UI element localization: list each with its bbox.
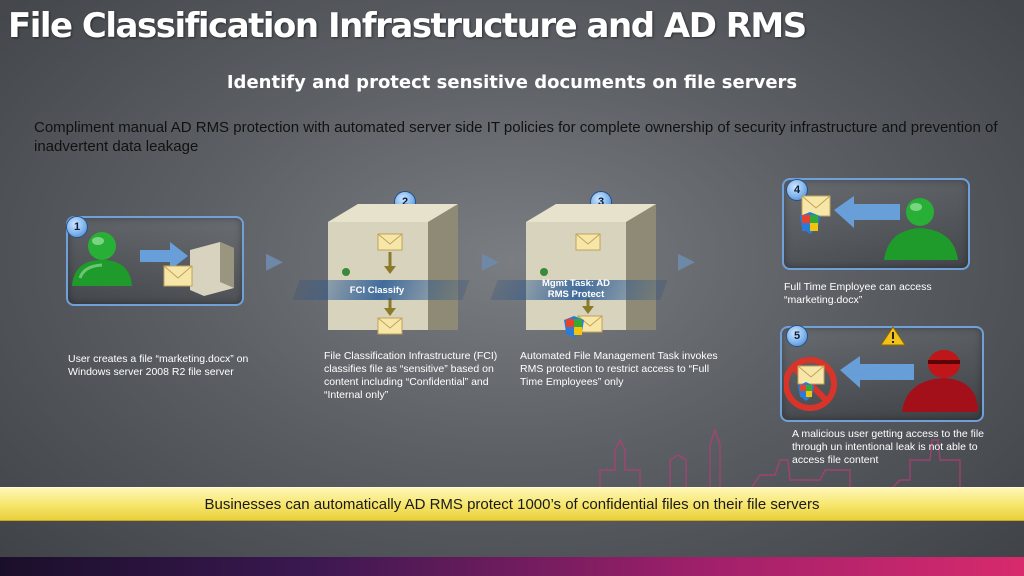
- step-1-caption: User creates a file “marketing.docx” on …: [68, 353, 249, 378]
- slide-subtitle: Identify and protect sensitive documents…: [226, 72, 798, 93]
- skyline-decoration: [560, 427, 1024, 491]
- step-2-band-label: FCI Classify: [349, 285, 405, 296]
- arrow-icon: [840, 356, 914, 388]
- step-1-badge: 1: [66, 216, 88, 238]
- envelope-icon: [377, 233, 403, 251]
- user-icon: [884, 198, 958, 260]
- step-4-caption: Full Time Employee can access “marketing…: [784, 281, 932, 306]
- envelope-icon: [377, 317, 403, 335]
- server-icon: [526, 204, 656, 330]
- summary-banner-text: Businesses can automatically AD RMS prot…: [204, 495, 820, 513]
- summary-banner: Businesses can automatically AD RMS prot…: [0, 487, 1024, 521]
- envelope-icon: [163, 265, 193, 287]
- envelope-icon: [575, 233, 601, 251]
- step-5-badge: 5: [786, 325, 808, 347]
- server-icon: [190, 242, 234, 296]
- step-3-band-label: Mgmt Task: AD RMS Protect: [541, 278, 611, 300]
- envelope-icon: [797, 365, 825, 385]
- footer-bar: [0, 557, 1024, 576]
- step-4-illustration: [800, 195, 958, 260]
- step-5-caption: A malicious user getting access to the f…: [792, 428, 985, 466]
- shield-icon: [798, 382, 814, 401]
- arrow-icon: [834, 196, 900, 228]
- chevron-icon: ▶: [266, 248, 283, 273]
- step-3-caption: Automated File Management Task invokes R…: [520, 350, 718, 388]
- warning-icon: [880, 326, 906, 346]
- chevron-icon: ▶: [482, 248, 499, 273]
- step-2-caption: File Classification Infrastructure (FCI)…: [324, 350, 498, 401]
- step-5-illustration: [784, 350, 978, 412]
- shield-icon: [564, 316, 584, 338]
- slide-title: File Classification Infrastructure and A…: [8, 6, 807, 46]
- user-icon: [72, 232, 132, 286]
- chevron-icon: ▶: [678, 248, 695, 273]
- intro-text: Compliment manual AD RMS protection with…: [34, 119, 998, 155]
- user-icon: [902, 350, 978, 412]
- shield-icon: [800, 212, 820, 234]
- arrow-icon: [140, 242, 188, 270]
- envelope-icon: [801, 195, 831, 217]
- step-3-server: [526, 204, 656, 338]
- step-2-server: [328, 204, 458, 335]
- step-1-illustration: [72, 232, 234, 296]
